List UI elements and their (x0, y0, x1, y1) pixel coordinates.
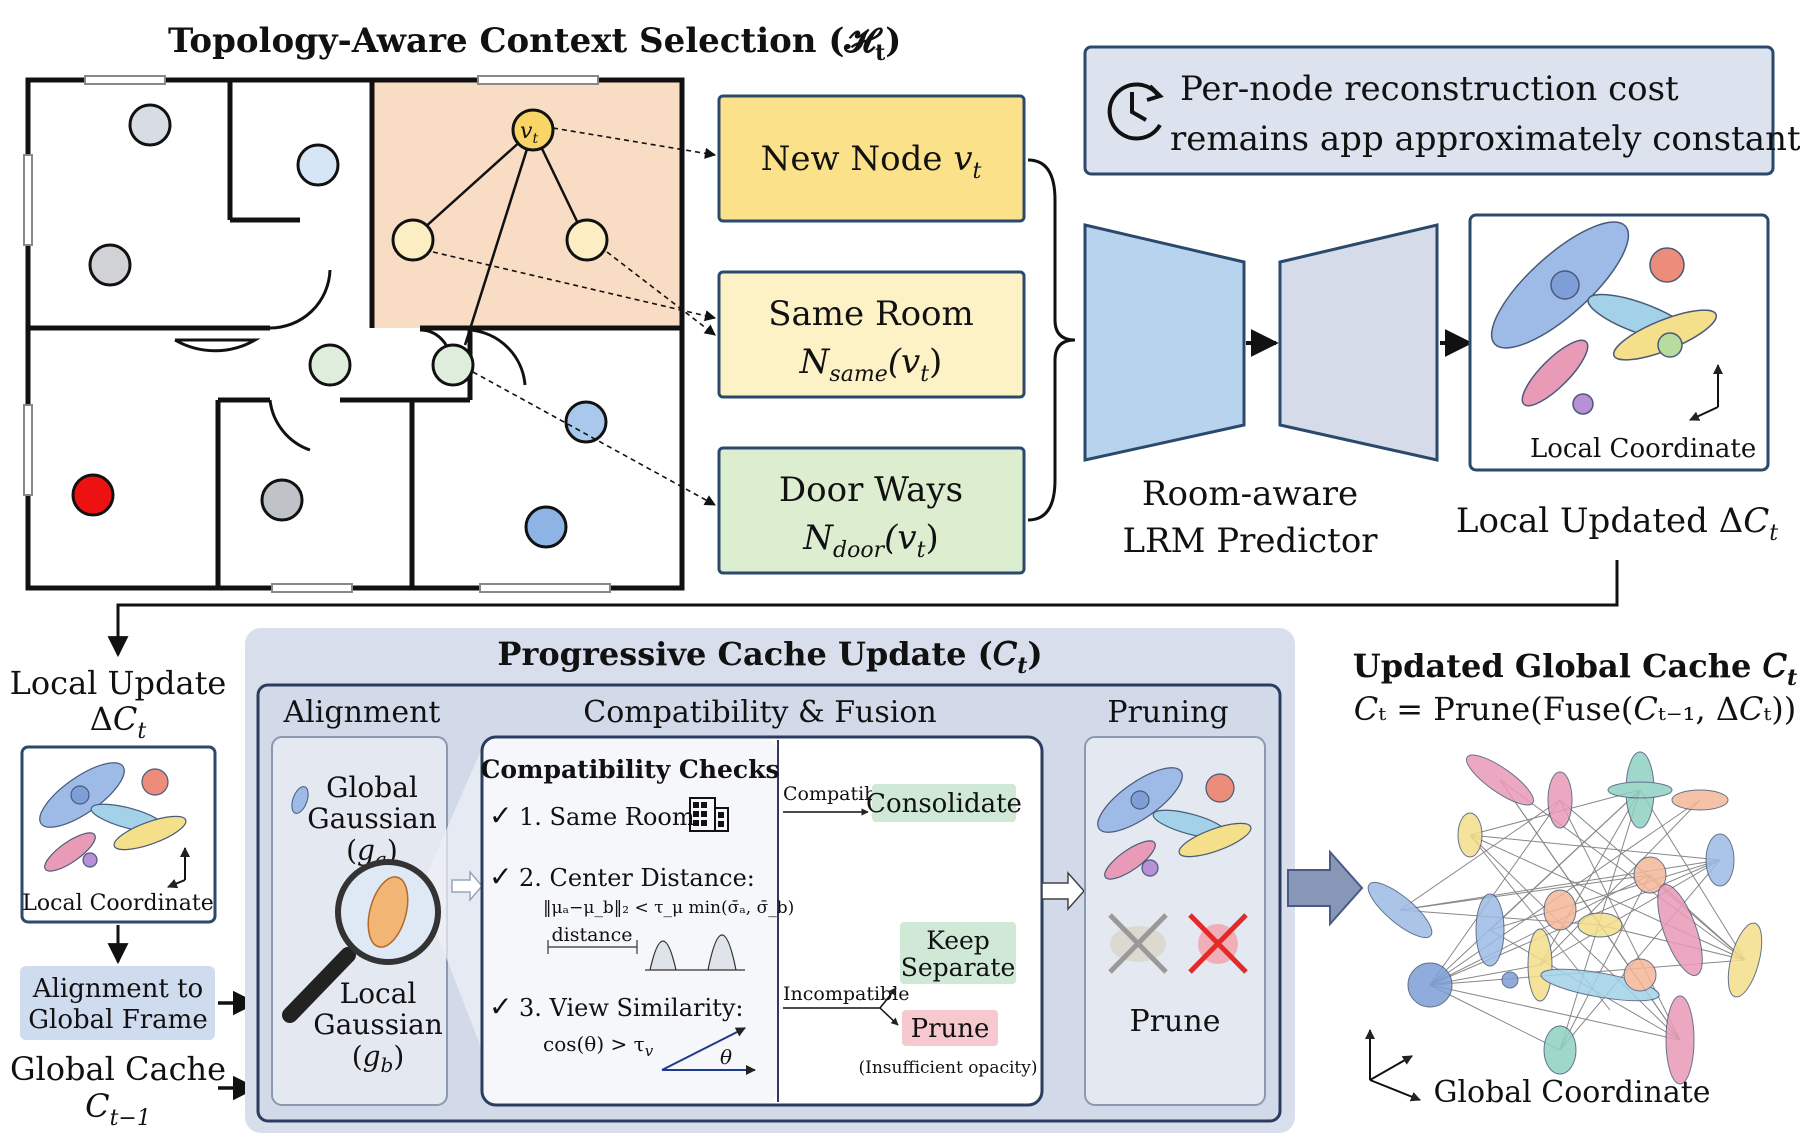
node-blue (564, 400, 608, 444)
global-gaussian-line2: Gaussian (307, 802, 437, 835)
node-same-room (391, 218, 435, 262)
same-room-box (717, 270, 1026, 399)
theta: θ (720, 1045, 732, 1069)
node-red (71, 473, 115, 517)
check-icon: ✓ (489, 990, 512, 1023)
check2: 2. Center Distance: (519, 864, 755, 892)
pruned-gaussian-gray (1108, 913, 1168, 974)
local-coord-bottom: Local Coordinate (22, 891, 213, 916)
global-coord-label: Global Coordinate (1433, 1075, 1710, 1110)
keep-separate-line1: Keep (926, 926, 990, 955)
global-cache-line2: 𝐶t−1 (85, 1087, 151, 1131)
consolidate-badge (872, 784, 1016, 822)
pruning-header: Pruning (1107, 695, 1228, 730)
cost-note-box (1083, 45, 1775, 176)
output-arrow (1287, 849, 1364, 927)
checks-title: Compatibility Checks (480, 755, 779, 784)
magnifier-icon (282, 859, 441, 1023)
compatible-label: Compatible (783, 783, 894, 805)
progressive-title: Progressive Cache Update (𝐶t) (497, 635, 1042, 679)
global-graph (1367, 751, 1763, 1085)
distance-label: distance (551, 924, 632, 946)
node-same-room (565, 218, 609, 262)
check2-formula: ‖μₐ−μ_b‖₂ < τ_μ min(σ̄ₐ, σ̄_b) (543, 898, 794, 918)
global-axis-icon (1365, 1029, 1421, 1102)
door-ways-box (717, 446, 1026, 575)
cost-note-line2: remains app approximately constant (1170, 119, 1800, 159)
incompatible-label: Incompatible (783, 983, 910, 1005)
updated-title: Updated Global Cache 𝐶t (1353, 647, 1797, 691)
node-door (308, 343, 352, 387)
compat-header: Compatibility & Fusion (583, 695, 936, 730)
consolidate-text: Consolidate (866, 789, 1022, 819)
same-room-line1: Same Room (768, 294, 974, 334)
node-blue (524, 505, 568, 549)
global-cache-line1: Global Cache (10, 1050, 226, 1088)
node-vt (511, 108, 555, 152)
new-node-text: New Node 𝑣t (761, 139, 982, 184)
predictor-line2: LRM Predictor (1122, 521, 1378, 561)
new-node-box (717, 94, 1026, 223)
door-ways-line2: 𝑁door(𝑣t) (802, 518, 938, 563)
local-gaussian-line2: Gaussian (313, 1008, 443, 1041)
alignment-box (20, 966, 215, 1040)
check3: 3. View Similarity: (519, 994, 743, 1022)
node-light-blue (296, 143, 340, 187)
pruning-gaussians (1097, 767, 1252, 880)
local-gaussian-line3: (𝑔b) (352, 1040, 405, 1077)
axis-icon (1689, 364, 1723, 421)
check-icon: ✓ (489, 799, 512, 832)
global-gaussian-icon (291, 786, 309, 814)
local-gaussian-line1: Local (340, 977, 417, 1010)
local-updated-label: Local Updated Δ𝐶t (1456, 501, 1778, 546)
insufficient-text: (Insufficient opacity) (859, 1058, 1038, 1078)
building-icon (689, 797, 729, 832)
alignment-header: Alignment (283, 695, 441, 730)
pruned-gaussian-red (1188, 913, 1248, 974)
prune-label: Prune (1130, 1004, 1221, 1039)
clock-icon (1107, 82, 1164, 141)
prune-badge-text: Prune (911, 1014, 990, 1044)
door-ways-line1: Door Ways (779, 470, 963, 510)
local-update-line1: Local Update (10, 664, 227, 702)
local-update-line2: Δ𝐶t (90, 700, 147, 744)
updated-formula: 𝐶ₜ = Prune(Fuse(𝐶ₜ₋₁, Δ𝐶ₜ)) (1354, 690, 1797, 728)
decoder-shape (1278, 223, 1439, 462)
node-gray (128, 103, 172, 147)
check3-formula: cos(θ) > τv (543, 1032, 654, 1060)
prune-badge (902, 1010, 998, 1046)
local-gaussians-top (1490, 221, 1718, 415)
node-door (431, 343, 475, 387)
global-gaussian-line1: Global (326, 771, 418, 804)
cost-note-line1: Per-node reconstruction cost (1180, 69, 1679, 109)
keep-separate-badge (900, 922, 1016, 984)
keep-separate-line2: Separate (901, 953, 1016, 982)
local-coord-top: Local Coordinate (1530, 434, 1756, 464)
check-icon: ✓ (489, 860, 512, 893)
predictor-line1: Room-aware (1142, 474, 1358, 514)
alignment-box-line1: Alignment to (32, 974, 203, 1004)
global-gaussian-line3: (𝑔a) (346, 834, 398, 871)
same-room-line2: 𝑁same(𝑣t) (799, 342, 943, 387)
axis-icon (167, 847, 190, 889)
node-gray (260, 478, 304, 522)
floor-plan: 𝑣t (23, 75, 685, 593)
encoder-shape (1083, 223, 1246, 462)
node-gray (88, 243, 132, 287)
check1: 1. Same Room (519, 803, 695, 831)
alignment-box-line2: Global Frame (28, 1005, 207, 1035)
vt-label: 𝑣t (520, 119, 538, 147)
distance-icon (547, 934, 745, 971)
local-gaussians-bottom (39, 762, 187, 872)
bracket (1027, 158, 1076, 522)
view-angle-icon (661, 1027, 756, 1075)
topology-title: Topology-Aware Context Selection (𝓗t) (168, 21, 901, 66)
